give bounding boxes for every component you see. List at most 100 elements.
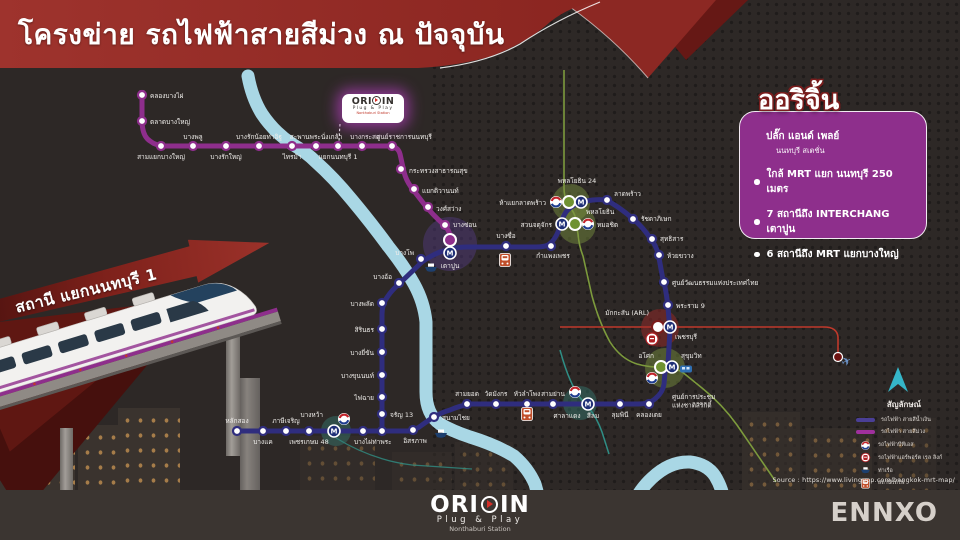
promo-box: ปลั๊ก แอนด์ เพลย์ นนทบุรี สเตชั่น ใกล้ M… <box>739 111 927 260</box>
station-dot <box>357 425 369 437</box>
legend-item: รถไฟฟ้า สายสีม่วง <box>850 428 958 437</box>
bullet-text: ใกล้ MRT แยก นนทบุรี 250 เมตร <box>766 169 893 195</box>
station-label: บางรักใหญ่ <box>210 153 242 161</box>
station-dot <box>547 398 559 410</box>
station-dot <box>220 140 232 152</box>
station-label: เพชรบุรี <box>675 333 698 341</box>
station-label: บางหว้า <box>300 411 323 419</box>
legend-item: สถานีรถไฟ <box>850 478 958 489</box>
station-label: วงศ์สว่าง <box>436 205 461 213</box>
legend-line-swatch <box>856 430 875 435</box>
plane-icon <box>838 352 854 370</box>
logo-connector-dash <box>338 123 341 142</box>
station-label: สามย่าน <box>541 390 565 398</box>
station-dot <box>386 140 398 152</box>
station-label: บางซื่อ <box>496 231 515 240</box>
station-dot <box>187 140 199 152</box>
legend-label: รถไฟฟ้าแอร์พอร์ต เรล ลิงก์ <box>878 454 943 461</box>
bts-icon <box>548 194 564 210</box>
pier-icon <box>861 467 870 474</box>
promo-subtitle: ปลั๊ก แอนด์ เพลย์ <box>766 131 840 142</box>
station-label: เตาปูน <box>441 262 460 270</box>
station-label: หมอชิต <box>597 221 618 229</box>
station-dot <box>422 201 434 213</box>
station-label: คลองเตย <box>636 411 662 419</box>
bts-icon <box>580 216 596 232</box>
arl-icon <box>860 453 871 463</box>
station-dot <box>155 140 167 152</box>
bts-icon <box>860 440 871 451</box>
station-dot <box>376 425 388 437</box>
station-dot <box>601 194 613 206</box>
station-label: มักกะสัน (ARL) <box>605 309 649 317</box>
promo-bullet: 7 สถานีถึง INTERCHANG เตาปูน <box>754 207 918 237</box>
station-dot <box>461 398 473 410</box>
station-label: พหลโยธิน 24 <box>558 177 597 185</box>
station-dot <box>310 140 322 152</box>
station-label: อโศก <box>639 352 655 360</box>
promo-bullet-list: ใกล้ MRT แยก นนทบุรี 250 เมตร 7 สถานีถึง … <box>754 167 918 262</box>
ennxo-logo: ENNXO <box>830 498 938 528</box>
legend-item: รถไฟฟ้าแอร์พอร์ต เรล ลิงก์ <box>850 453 958 463</box>
station-label: บางไผ่ <box>354 438 372 446</box>
bullet-dot-icon <box>754 251 760 258</box>
green-icon <box>562 195 576 209</box>
station-label: อิสรภาพ <box>403 437 427 445</box>
legend-item: รถไฟฟ้า สายสีน้ำเงิน <box>850 415 958 424</box>
m-icon <box>443 246 457 260</box>
station-label: ห้าแยกลาดพร้าว <box>499 199 546 207</box>
airport-rail-link-line <box>560 326 839 352</box>
source-credit: Source : https://www.livingpop.com/bangk… <box>772 477 955 484</box>
station-dot <box>500 240 512 252</box>
station-dot <box>490 398 502 410</box>
station-label: สะพานพระนั่งเกล้า <box>290 132 343 141</box>
station-label: บางซ่อน <box>453 221 477 229</box>
station-label: ศูนย์ราชการนนทบุรี <box>376 133 432 141</box>
origin-tagline: Plug & Play <box>436 515 524 525</box>
station-dot <box>407 424 419 436</box>
promo-bullet: ใกล้ MRT แยก นนทบุรี 250 เมตร <box>754 167 918 197</box>
station-dot <box>408 183 420 195</box>
legend-label: ท่าเรือ <box>878 467 893 474</box>
origin-tagline: Plug & Play <box>352 106 394 111</box>
station-label: บางยี่ขัน <box>350 348 374 357</box>
tao-icon <box>443 233 457 247</box>
legend-item: ท่าเรือ <box>850 466 958 475</box>
station-dot <box>253 140 265 152</box>
legend-label: สถานีรถไฟ <box>878 480 905 487</box>
station-dot <box>231 425 243 437</box>
legend-title: สัญลักษณ์ <box>886 400 922 409</box>
rail-icon <box>521 407 533 421</box>
bts-sukhumvit-line <box>563 70 777 483</box>
station-label: ห้วยขวาง <box>667 252 694 260</box>
station-label: บางรักน้อยท่าอิฐ <box>236 133 282 141</box>
m-icon <box>327 424 341 438</box>
station-label: ไฟฉาย <box>353 394 374 402</box>
station-label: สามยอด <box>455 390 479 398</box>
bullet-dot-icon <box>754 219 760 225</box>
legend-rows: รถไฟฟ้า สายสีน้ำเงินรถไฟฟ้า สายสีม่วงรถไ… <box>850 415 958 489</box>
station-label: บางพลู <box>183 133 202 141</box>
station-label: ศูนย์วัฒนธรรมแห่งประเทศไทย <box>672 279 759 287</box>
station-label: บางอ้อ <box>373 273 392 281</box>
station-dot <box>662 299 674 311</box>
station-label: พระราม 9 <box>676 302 705 310</box>
arl-icon <box>645 332 659 346</box>
station-dot <box>521 398 533 410</box>
bts-icon <box>567 384 583 400</box>
station-dot <box>376 346 388 358</box>
station-label: สุทธิสาร <box>660 235 684 243</box>
station-dot <box>428 411 440 423</box>
station-dot <box>646 233 658 245</box>
station-dot <box>545 240 557 252</box>
legend-label: รถไฟฟ้า สายสีน้ำเงิน <box>881 416 931 423</box>
bullet-dot-icon <box>754 179 760 185</box>
station-dot <box>376 297 388 309</box>
station-dot <box>653 249 665 261</box>
station-label: สวนจตุจักร <box>521 221 553 229</box>
station-label: ลาดพร้าว <box>614 190 641 198</box>
station-label: สามแยกบางใหญ่ <box>137 153 185 161</box>
origin-station-line: Nonthaburi Station <box>449 525 511 533</box>
